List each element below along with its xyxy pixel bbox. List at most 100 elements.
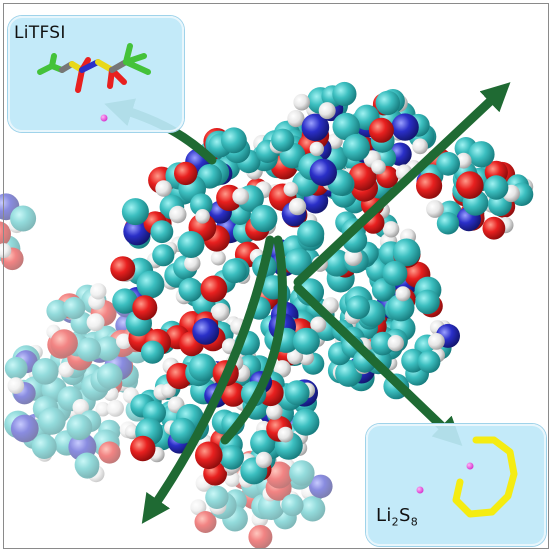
hydrogen-atom <box>232 188 250 205</box>
carbon-atom <box>169 417 196 444</box>
carbon-atom <box>76 337 101 362</box>
carbon-atom <box>140 340 165 364</box>
li-ion-2 <box>416 486 424 494</box>
oxygen-atom <box>456 171 484 199</box>
hydrogen-atom <box>90 283 107 300</box>
hydrogen-atom <box>293 93 311 111</box>
carbon-atom <box>299 496 326 522</box>
arrow-to-bottom-left <box>141 235 275 524</box>
hydrogen-atom <box>310 316 327 333</box>
hydrogen-atom <box>387 335 404 352</box>
carbon-atom <box>178 277 203 302</box>
carbon-atom <box>392 238 421 267</box>
carbon-atom <box>190 193 213 216</box>
oxygen-atom <box>220 382 246 407</box>
hydrogen-atom <box>395 286 411 302</box>
oxygen-atom <box>50 329 78 357</box>
oxygen-atom <box>200 275 228 303</box>
oxygen-atom <box>0 221 11 247</box>
diffusion-arrows <box>104 82 511 524</box>
hydrogen-atom <box>169 205 187 224</box>
hydrogen-atom <box>428 333 445 350</box>
oxygen-atom <box>368 117 394 143</box>
carbon-atom <box>284 380 310 406</box>
oxygen-atom <box>174 161 198 186</box>
hydrogen-atom <box>58 361 74 378</box>
carbon-atom <box>32 358 59 385</box>
hydrogen-atom <box>107 399 124 417</box>
carbon-atom <box>10 205 37 232</box>
arrow-to-top-right <box>293 82 511 287</box>
hydrogen-atom <box>161 383 176 399</box>
carbon-atom <box>342 133 370 162</box>
nitrogen-atom <box>309 474 333 499</box>
carbon-atom <box>387 294 415 322</box>
carbon-atom <box>281 494 304 517</box>
carbon-atom <box>205 485 229 509</box>
oxygen-atom <box>482 216 506 240</box>
carbon-atom <box>284 248 312 276</box>
li-ion-litfsi <box>100 114 108 122</box>
hydrogen-atom <box>72 399 89 416</box>
polymer-cluster <box>110 81 534 486</box>
carbon-atom <box>346 295 370 320</box>
carbon-atom <box>96 363 123 389</box>
hydrogen-atom <box>382 221 400 238</box>
carbon-atom <box>332 81 357 107</box>
carbon-atom <box>221 127 247 154</box>
carbon-atom <box>415 289 440 315</box>
carbon-atom <box>46 299 69 322</box>
hydrogen-atom <box>309 141 324 157</box>
litfsi-molecule <box>37 43 151 93</box>
carbon-atom <box>152 244 175 267</box>
litfsi-box <box>8 16 184 132</box>
hydrogen-atom <box>266 403 283 420</box>
carbon-atom <box>484 175 509 200</box>
carbon-atom <box>38 407 66 435</box>
hydrogen-atom <box>86 313 105 332</box>
carbon-atom <box>375 90 400 116</box>
carbon-atom <box>297 220 325 248</box>
carbon-atom <box>74 452 100 478</box>
carbon-atom <box>4 356 28 380</box>
carbon-atom <box>150 220 174 244</box>
hydrogen-atom <box>344 248 363 266</box>
hydrogen-atom <box>195 209 210 224</box>
hydrogen-atom <box>184 255 201 272</box>
hydrogen-atom <box>426 200 444 218</box>
arrow-curve-left <box>220 235 287 445</box>
hydrogen-atom <box>371 159 386 175</box>
hydrogen-atom <box>277 426 294 443</box>
hydrogen-atom <box>210 250 226 266</box>
carbon-atom <box>188 353 217 382</box>
carbon-atom <box>250 204 278 233</box>
carbon-atom <box>417 350 441 374</box>
carbon-atom <box>292 408 320 436</box>
arrow-to-li2s8 <box>293 283 463 446</box>
hydrogen-atom <box>288 197 307 216</box>
oxygen-atom <box>195 441 223 470</box>
carbon-atom <box>382 260 408 286</box>
carbon-atom <box>370 331 395 356</box>
hydrogen-atom <box>211 303 230 321</box>
hydrogen-atom <box>155 180 172 197</box>
hydrogen-atom <box>255 451 273 469</box>
hydrogen-atom <box>7 377 25 394</box>
carbon-atom <box>63 296 86 320</box>
carbon-atom <box>31 434 57 459</box>
oxygen-atom <box>194 511 217 533</box>
nitrogen-atom <box>391 113 419 141</box>
hydrogen-atom <box>116 333 132 350</box>
nitrogen-atom <box>309 158 337 187</box>
carbon-atom <box>219 445 244 470</box>
li2s8-label: Li2S8 <box>376 505 418 529</box>
oxygen-atom <box>98 441 121 464</box>
li-ion-1 <box>466 462 474 470</box>
hydrogen-atom <box>0 243 12 259</box>
oxygen-atom <box>265 461 293 489</box>
carbon-atom <box>121 198 149 226</box>
carbon-atom <box>289 460 315 486</box>
carbon-atom <box>177 231 205 258</box>
